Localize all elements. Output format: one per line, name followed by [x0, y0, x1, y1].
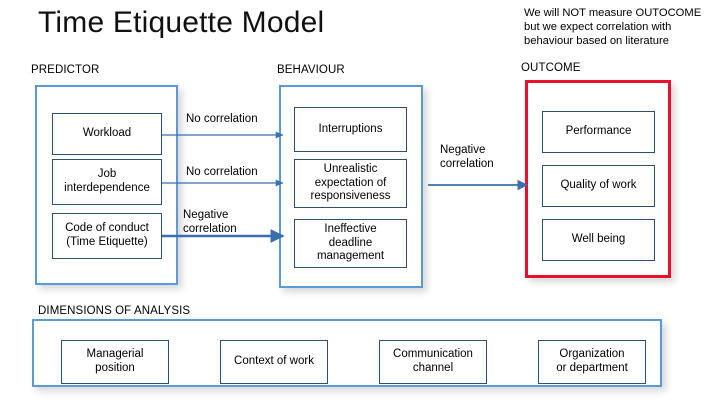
- outcome-item-well-being-label: Well being: [571, 233, 626, 246]
- behaviour-item-interruptions-label: Interruptions: [318, 122, 383, 135]
- predictor-item-job-interdependence-label: Job interdependence: [64, 168, 150, 194]
- predictor-item-workload[interactable]: Workload: [52, 113, 162, 155]
- dimensions-item-communication-channel-label: Communication channel: [393, 348, 473, 374]
- outcome-note-line-3: behaviour based on literature: [524, 35, 669, 48]
- dimensions-item-managerial-position-label: Managerial position: [86, 348, 144, 374]
- outcome-item-performance[interactable]: Performance: [542, 111, 655, 153]
- predictor-caption: PREDICTOR: [31, 64, 100, 76]
- page-title: Time Etiquette Model: [38, 6, 325, 39]
- behaviour-item-unrealistic-expectation[interactable]: Unrealistic expectation of responsivenes…: [294, 159, 407, 208]
- dimensions-item-context-of-work[interactable]: Context of work: [220, 340, 328, 384]
- behaviour-item-ineffective-deadline-label: Ineffective deadline management: [316, 223, 385, 263]
- outcome-item-well-being[interactable]: Well being: [542, 219, 655, 261]
- behaviour-item-interruptions[interactable]: Interruptions: [294, 107, 407, 152]
- arrow-label-workload-to-interruptions: No correlation: [186, 113, 258, 125]
- outcome-item-quality-of-work-label: Quality of work: [560, 179, 637, 192]
- outcome-note-line-1: We will NOT measure OUTOCOME: [524, 7, 702, 19]
- outcome-item-performance-label: Performance: [565, 125, 632, 138]
- behaviour-item-ineffective-deadline[interactable]: Ineffective deadline management: [294, 219, 407, 268]
- outcome-note-line-2: but we expect correlation with: [524, 21, 672, 34]
- predictor-item-code-of-conduct[interactable]: Code of conduct (Time Etiquette): [52, 213, 162, 259]
- outcome-item-quality-of-work[interactable]: Quality of work: [542, 165, 655, 207]
- arrow-label-code-of-conduct-to-behaviour: Negative correlation: [183, 209, 237, 235]
- behaviour-caption: BEHAVIOUR: [277, 64, 345, 76]
- predictor-item-job-interdependence[interactable]: Job interdependence: [52, 159, 162, 205]
- dimensions-item-managerial-position[interactable]: Managerial position: [61, 340, 169, 384]
- arrow-label-behaviour-to-outcome: Negative correlation: [440, 144, 494, 170]
- dimensions-caption: DIMENSIONS OF ANALYSIS: [38, 305, 191, 317]
- arrow-label-job-interdependence-to-behaviour: No correlation: [186, 166, 258, 178]
- dimensions-item-communication-channel[interactable]: Communication channel: [379, 340, 487, 384]
- predictor-item-code-of-conduct-label: Code of conduct (Time Etiquette): [65, 222, 149, 248]
- outcome-caption: OUTCOME: [521, 62, 581, 74]
- predictor-item-workload-label: Workload: [82, 127, 132, 140]
- dimensions-item-organization-or-department-label: Organization or department: [556, 348, 628, 374]
- dimensions-item-organization-or-department[interactable]: Organization or department: [538, 340, 646, 384]
- outcome-note: We will NOT measure OUTOCOME but we expe…: [524, 6, 720, 49]
- behaviour-item-unrealistic-expectation-label: Unrealistic expectation of responsivenes…: [310, 163, 391, 203]
- dimensions-item-context-of-work-label: Context of work: [234, 355, 314, 368]
